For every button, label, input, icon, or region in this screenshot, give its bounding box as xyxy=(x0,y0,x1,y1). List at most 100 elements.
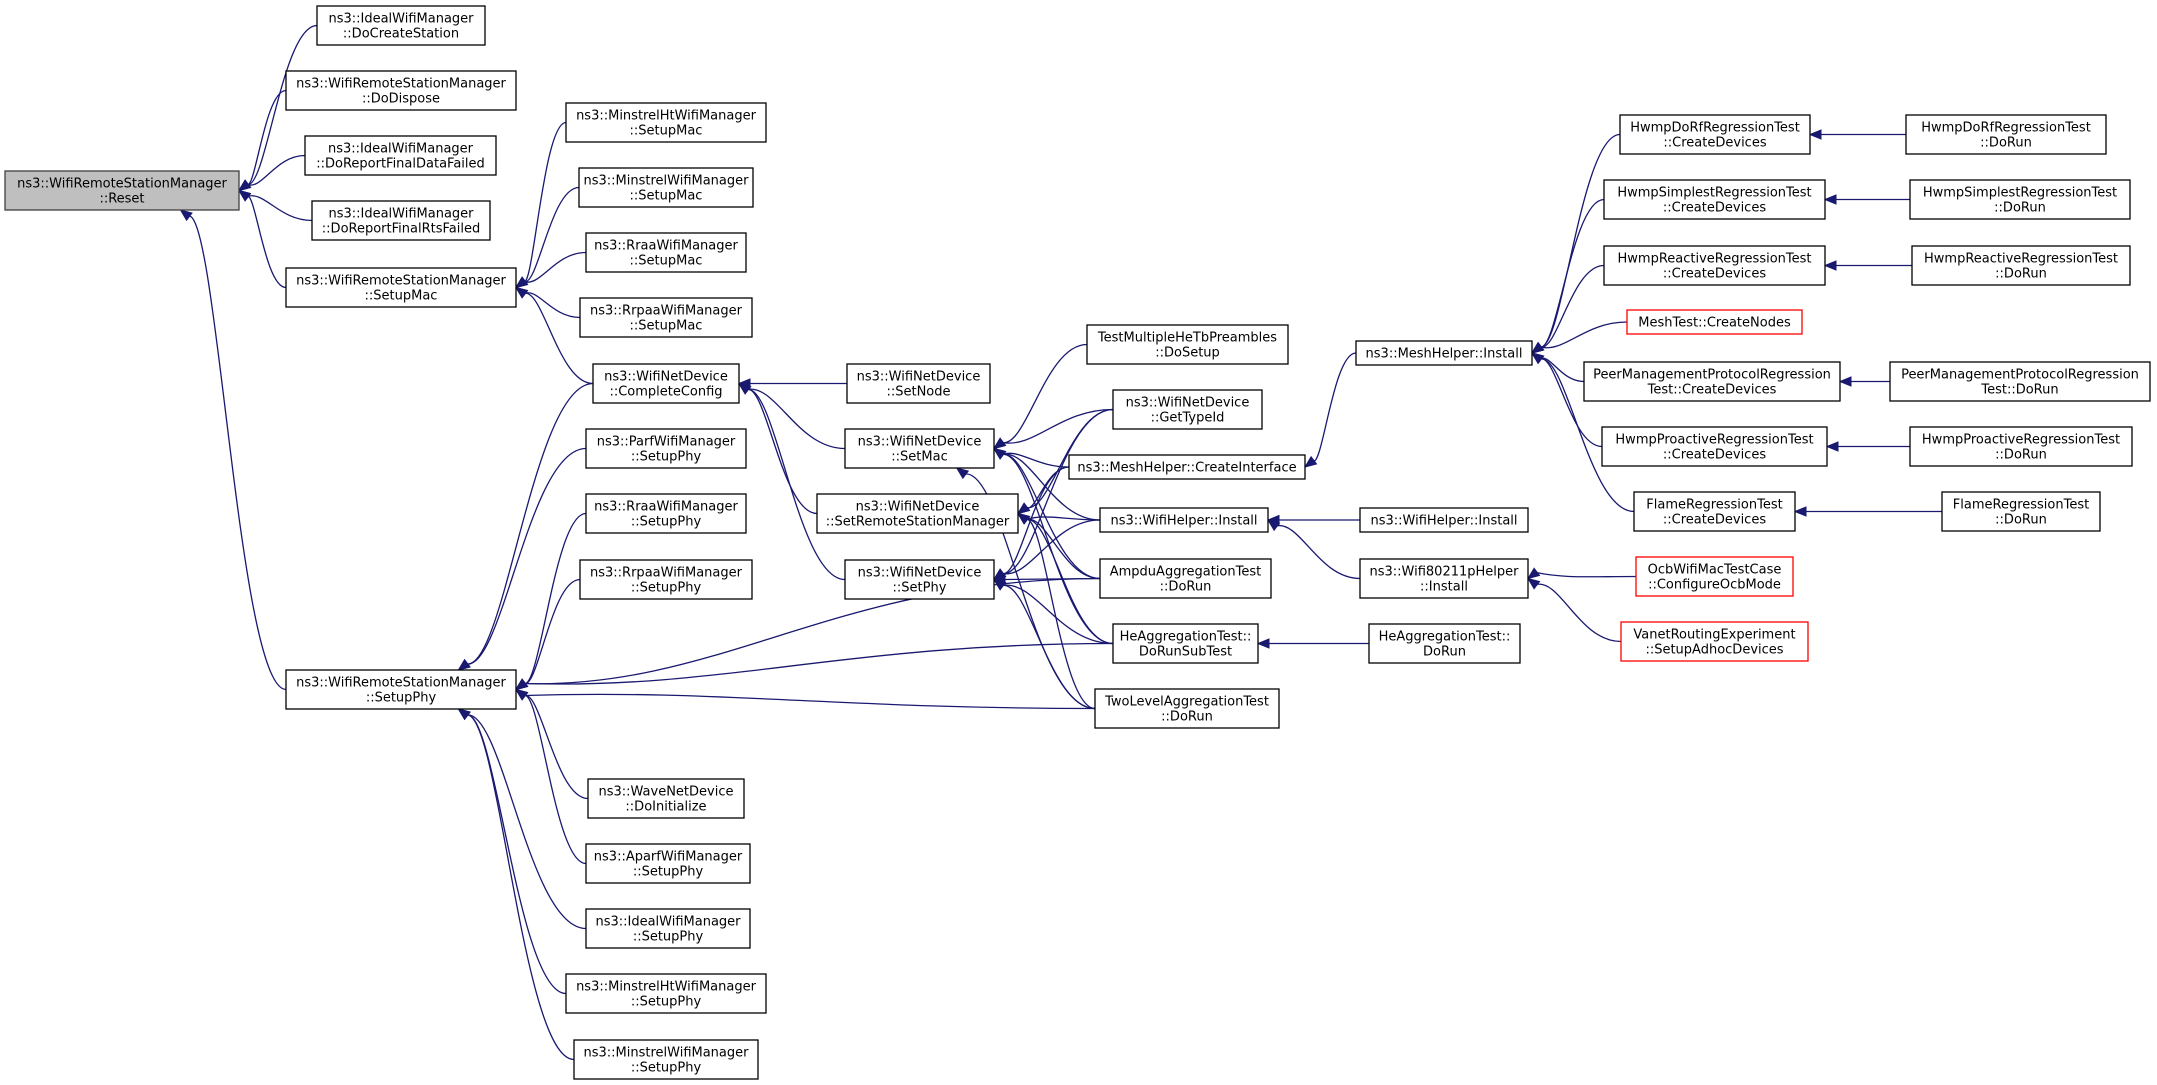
node-box[interactable] xyxy=(1099,507,1269,533)
node-rraa_setupmac[interactable]: ns3::RraaWifiManager::SetupMac xyxy=(585,232,747,273)
node-box[interactable] xyxy=(1086,324,1289,365)
node-box[interactable] xyxy=(844,559,995,600)
node-ideal_setupphy[interactable]: ns3::IdealWifiManager::SetupPhy xyxy=(585,908,751,949)
node-box[interactable] xyxy=(1911,245,2131,286)
node-hwmpdorf_createdevices[interactable]: HwmpDoRfRegressionTest::CreateDevices xyxy=(1619,114,1811,155)
node-setmac[interactable]: ns3::WifiNetDevice::SetMac xyxy=(844,428,995,469)
node-box[interactable] xyxy=(816,493,1019,534)
node-hwmpdorf_dorun[interactable]: HwmpDoRfRegressionTest::DoRun xyxy=(1905,114,2107,155)
node-box[interactable] xyxy=(1112,389,1263,430)
node-hwmpsimplest_dorun[interactable]: HwmpSimplestRegressionTest::DoRun xyxy=(1909,179,2131,220)
node-setupphy[interactable]: ns3::WifiRemoteStationManager::SetupPhy xyxy=(285,669,517,710)
node-box[interactable] xyxy=(579,297,753,338)
node-box[interactable] xyxy=(585,232,747,273)
node-minstrel_setupmac[interactable]: ns3::MinstrelWifiManager::SetupMac xyxy=(578,167,754,208)
node-box[interactable] xyxy=(311,200,491,241)
node-hwmpproactive_dorun[interactable]: HwmpProactiveRegressionTest::DoRun xyxy=(1909,426,2133,467)
node-meshtest_createnodes[interactable]: MeshTest::CreateNodes xyxy=(1626,309,1803,335)
arrowhead-icon xyxy=(1266,519,1281,532)
node-box[interactable] xyxy=(1094,688,1280,729)
node-rrpaa_setupmac[interactable]: ns3::RrpaaWifiManager::SetupMac xyxy=(579,297,753,338)
node-wifihelper_install[interactable]: ns3::WifiHelper::Install xyxy=(1099,507,1269,533)
node-box[interactable] xyxy=(1633,491,1796,532)
node-box[interactable] xyxy=(1359,558,1529,599)
node-box[interactable] xyxy=(1601,426,1828,467)
node-box[interactable] xyxy=(316,5,486,46)
node-minstrelht_setupmac[interactable]: ns3::MinstrelHtWifiManager::SetupMac xyxy=(565,102,767,143)
node-box[interactable] xyxy=(1635,556,1794,597)
node-hwmpreactive_createdevices[interactable]: HwmpReactiveRegressionTest::CreateDevice… xyxy=(1603,245,1826,286)
node-doreportfinaldatafailed[interactable]: ns3::IdealWifiManager::DoReportFinalData… xyxy=(304,135,497,176)
node-parf_setupphy[interactable]: ns3::ParfWifiManager::SetupPhy xyxy=(585,428,747,469)
node-meshhelper_install[interactable]: ns3::MeshHelper::Install xyxy=(1355,340,1533,366)
node-ampdu_dorun[interactable]: AmpduAggregationTest::DoRun xyxy=(1099,558,1272,599)
node-doreportfinalrtsfailed[interactable]: ns3::IdealWifiManager::DoReportFinalRtsF… xyxy=(311,200,491,241)
node-box[interactable] xyxy=(1368,623,1521,664)
node-box[interactable] xyxy=(565,973,767,1014)
node-box[interactable] xyxy=(585,493,747,534)
node-box[interactable] xyxy=(1099,558,1272,599)
node-heagg_dorun[interactable]: HeAggregationTest::DoRun xyxy=(1368,623,1521,664)
node-flame_createdevices[interactable]: FlameRegressionTest::CreateDevices xyxy=(1633,491,1796,532)
node-box[interactable] xyxy=(846,363,991,404)
node-box[interactable] xyxy=(579,559,753,600)
node-box[interactable] xyxy=(1909,179,2131,220)
node-box[interactable] xyxy=(285,669,517,710)
node-wifihelper_install2[interactable]: ns3::WifiHelper::Install xyxy=(1359,507,1529,533)
node-setupmac[interactable]: ns3::WifiRemoteStationManager::SetupMac xyxy=(285,267,517,308)
node-box[interactable] xyxy=(1941,491,2101,532)
node-wifi80211p_install[interactable]: ns3::Wifi80211pHelper::Install xyxy=(1359,558,1529,599)
node-box[interactable] xyxy=(565,102,767,143)
node-minstrel_setupphy[interactable]: ns3::MinstrelWifiManager::SetupPhy xyxy=(573,1039,759,1080)
node-aparf_setupphy[interactable]: ns3::AparfWifiManager::SetupPhy xyxy=(585,843,751,884)
node-box[interactable] xyxy=(1603,245,1826,286)
node-box[interactable] xyxy=(1620,621,1809,662)
node-box[interactable] xyxy=(1905,114,2107,155)
node-ocb_configureocbmode[interactable]: OcbWifiMacTestCase::ConfigureOcbMode xyxy=(1635,556,1794,597)
node-testmultiple_dosetup[interactable]: TestMultipleHeTbPreambles::DoSetup xyxy=(1086,324,1289,365)
node-box[interactable] xyxy=(1603,179,1826,220)
node-twolevel_dorun[interactable]: TwoLevelAggregationTest::DoRun xyxy=(1094,688,1280,729)
node-box[interactable] xyxy=(844,428,995,469)
node-box[interactable] xyxy=(592,363,740,404)
node-box[interactable] xyxy=(585,428,747,469)
node-box[interactable] xyxy=(304,135,497,176)
node-box[interactable] xyxy=(1359,507,1529,533)
node-box[interactable] xyxy=(585,843,751,884)
node-minstrelht_setupphy[interactable]: ns3::MinstrelHtWifiManager::SetupPhy xyxy=(565,973,767,1014)
node-box[interactable] xyxy=(573,1039,759,1080)
node-docreatestation[interactable]: ns3::IdealWifiManager::DoCreateStation xyxy=(316,5,486,46)
node-box[interactable] xyxy=(1889,361,2151,402)
node-meshhelper_createinterface[interactable]: ns3::MeshHelper::CreateInterface xyxy=(1068,454,1306,480)
node-box[interactable] xyxy=(285,70,517,111)
node-vanet_setupadhocdevices[interactable]: VanetRoutingExperiment::SetupAdhocDevice… xyxy=(1620,621,1809,662)
node-wave_doinitialize[interactable]: ns3::WaveNetDevice::DoInitialize xyxy=(587,778,745,819)
node-hwmpreactive_dorun[interactable]: HwmpReactiveRegressionTest::DoRun xyxy=(1911,245,2131,286)
node-rraa_setupphy[interactable]: ns3::RraaWifiManager::SetupPhy xyxy=(585,493,747,534)
node-box[interactable] xyxy=(1355,340,1533,366)
arrowhead-icon xyxy=(237,189,252,202)
node-box[interactable] xyxy=(1068,454,1306,480)
node-box[interactable] xyxy=(587,778,745,819)
node-heagg_dorunsubtest[interactable]: HeAggregationTest::DoRunSubTest xyxy=(1112,623,1259,664)
node-box[interactable] xyxy=(1583,361,1841,402)
node-box[interactable] xyxy=(578,167,754,208)
node-dodispose[interactable]: ns3::WifiRemoteStationManager::DoDispose xyxy=(285,70,517,111)
node-setnode[interactable]: ns3::WifiNetDevice::SetNode xyxy=(846,363,991,404)
node-peermgmt_createdevices[interactable]: PeerManagementProtocolRegressionTest::Cr… xyxy=(1583,361,1841,402)
node-hwmpsimplest_createdevices[interactable]: HwmpSimplestRegressionTest::CreateDevice… xyxy=(1603,179,1826,220)
node-flame_dorun[interactable]: FlameRegressionTest::DoRun xyxy=(1941,491,2101,532)
node-setphy[interactable]: ns3::WifiNetDevice::SetPhy xyxy=(844,559,995,600)
node-box[interactable] xyxy=(1112,623,1259,664)
node-box[interactable] xyxy=(1909,426,2133,467)
node-completeconfig[interactable]: ns3::WifiNetDevice::CompleteConfig xyxy=(592,363,740,404)
node-box[interactable] xyxy=(585,908,751,949)
node-peermgmt_dorun[interactable]: PeerManagementProtocolRegressionTest::Do… xyxy=(1889,361,2151,402)
node-hwmpproactive_createdevices[interactable]: HwmpProactiveRegressionTest::CreateDevic… xyxy=(1601,426,1828,467)
node-box[interactable] xyxy=(285,267,517,308)
node-setremotestationmanager[interactable]: ns3::WifiNetDevice::SetRemoteStationMana… xyxy=(816,493,1019,534)
node-rrpaa_setupphy[interactable]: ns3::RrpaaWifiManager::SetupPhy xyxy=(579,559,753,600)
node-box[interactable] xyxy=(1619,114,1811,155)
node-gettypeid[interactable]: ns3::WifiNetDevice::GetTypeId xyxy=(1112,389,1263,430)
node-box[interactable] xyxy=(1626,309,1803,335)
